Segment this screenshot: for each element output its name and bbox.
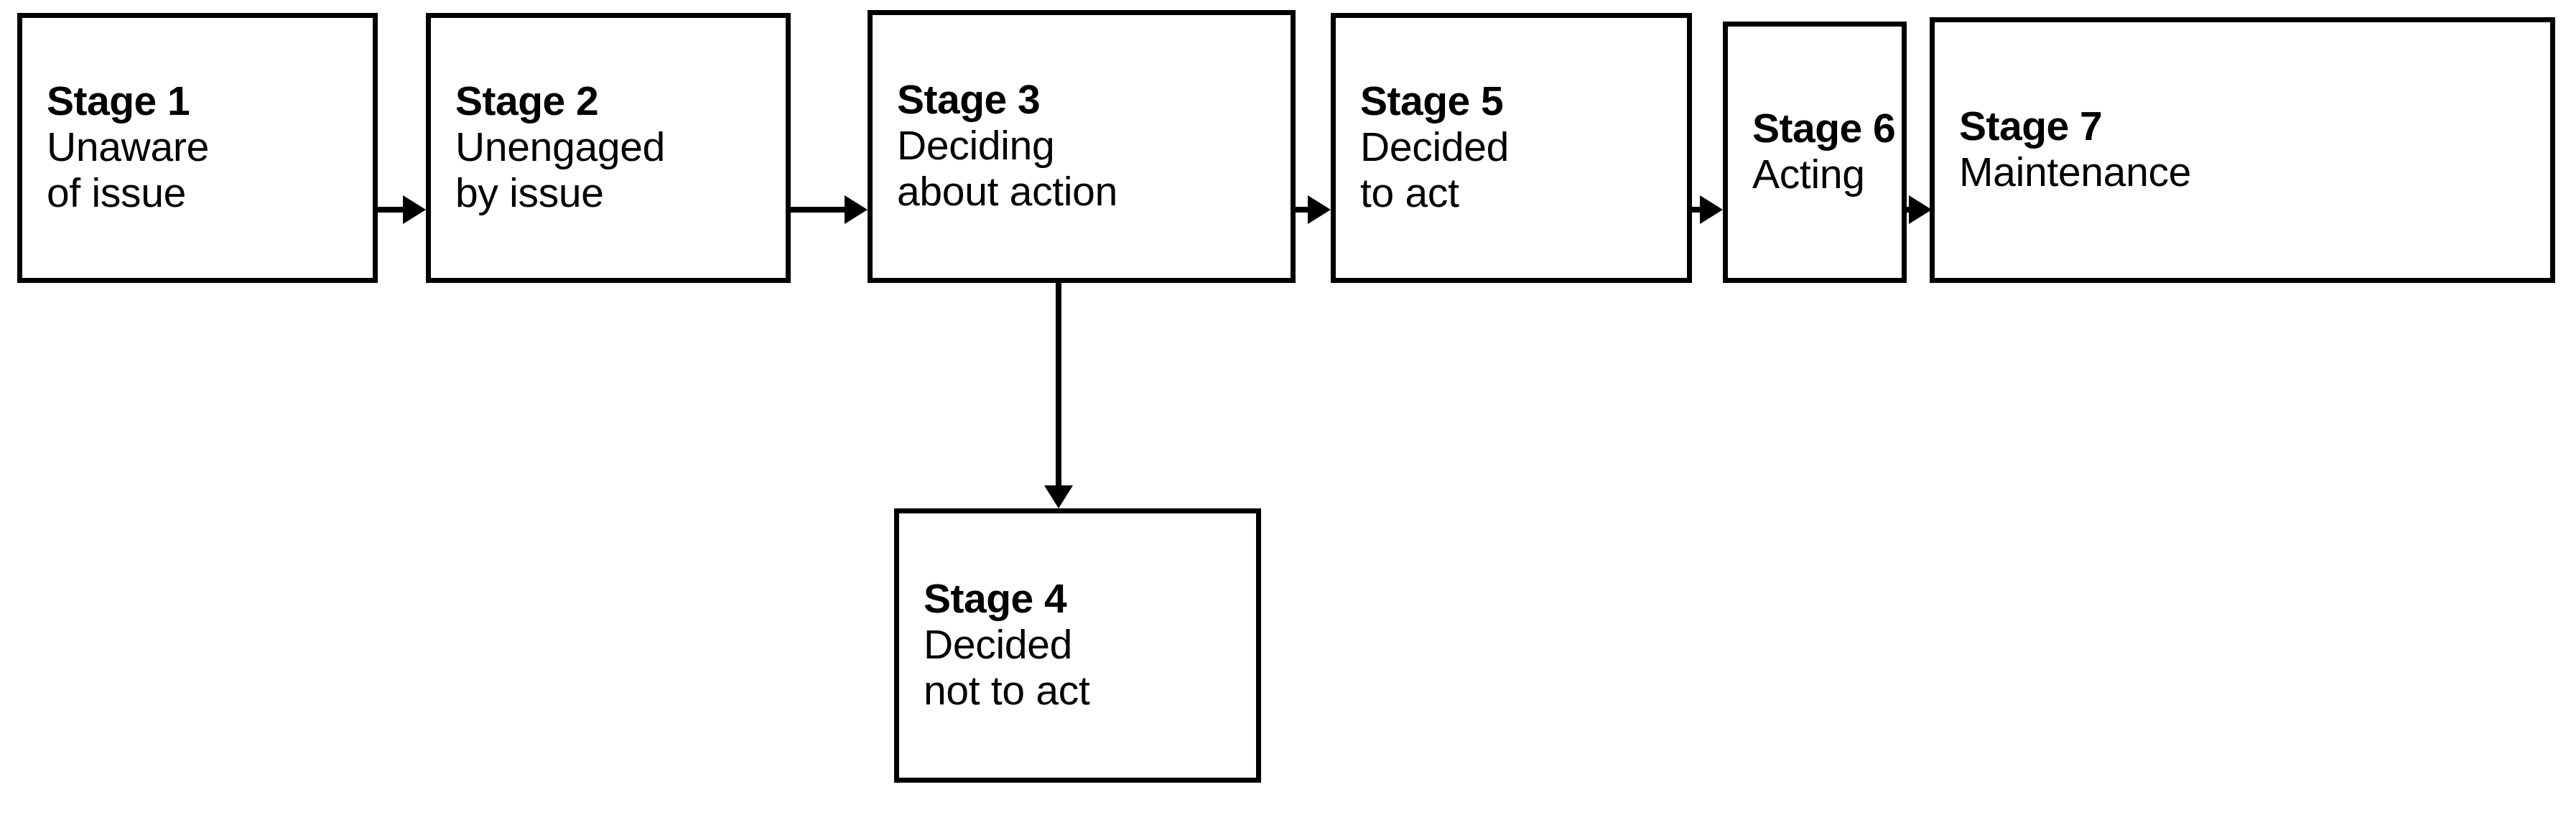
- node-stage-3-desc-line-1: Deciding: [897, 123, 1055, 169]
- node-stage-1-desc-line-2: of issue: [47, 169, 187, 216]
- node-stage-1[interactable]: Stage 1 Unaware of issue: [17, 13, 378, 283]
- node-stage-5-desc: Decided to act: [1360, 124, 1680, 217]
- node-stage-6[interactable]: Stage 6 Acting: [1723, 22, 1907, 283]
- arrow-head-right-icon: [1308, 195, 1331, 224]
- arrow-head-right-icon: [403, 195, 426, 224]
- arrow-shaft: [1056, 283, 1061, 490]
- node-stage-7-content: Stage 7 Maintenance: [1935, 103, 2550, 196]
- arrow-shaft: [1692, 207, 1703, 213]
- node-stage-4-desc-line-2: not to act: [924, 667, 1090, 714]
- node-stage-4-desc-line-1: Decided: [924, 622, 1073, 669]
- node-stage-5-desc-line-1: Decided: [1360, 124, 1510, 171]
- node-stage-6-desc-line-1: Acting: [1752, 152, 1865, 197]
- node-stage-7[interactable]: Stage 7 Maintenance: [1930, 17, 2555, 283]
- node-stage-5-desc-line-2: to act: [1360, 169, 1459, 216]
- node-stage-4-content: Stage 4 Decided not to act: [899, 576, 1256, 714]
- node-stage-3-title: Stage 3: [897, 77, 1041, 124]
- arrow-shaft: [791, 207, 847, 213]
- node-stage-5-content: Stage 5 Decided to act: [1336, 78, 1687, 217]
- node-stage-3-desc: Deciding about action: [897, 123, 1283, 215]
- node-stage-7-desc: Maintenance: [1959, 149, 2543, 196]
- node-stage-2-content: Stage 2 Unengaged by issue: [431, 78, 786, 217]
- arrow-head-right-icon: [845, 195, 868, 224]
- node-stage-2-desc-line-1: Unengaged: [455, 124, 666, 171]
- node-stage-5-title: Stage 5: [1360, 78, 1504, 125]
- node-stage-7-desc-line-1: Maintenance: [1959, 149, 2192, 195]
- node-stage-2-desc: Unengaged by issue: [455, 124, 778, 217]
- arrow-shaft: [378, 207, 406, 213]
- node-stage-4-title: Stage 4: [924, 576, 1067, 623]
- node-stage-2-desc-line-2: by issue: [455, 169, 604, 216]
- node-stage-1-desc: Unaware of issue: [47, 124, 366, 217]
- arrow-head-right-icon: [1909, 195, 1932, 224]
- node-stage-3-desc-line-2: about action: [897, 168, 1117, 215]
- node-stage-6-desc: Acting: [1752, 152, 1894, 198]
- node-stage-1-content: Stage 1 Unaware of issue: [22, 78, 373, 217]
- node-stage-1-desc-line-1: Unaware: [47, 124, 210, 171]
- node-stage-4-desc: Decided not to act: [924, 622, 1249, 714]
- node-stage-1-title: Stage 1: [47, 78, 190, 125]
- arrow-head-down-icon: [1044, 485, 1073, 508]
- node-stage-3[interactable]: Stage 3 Deciding about action: [868, 10, 1296, 283]
- node-stage-2-title: Stage 2: [455, 78, 599, 125]
- node-stage-2[interactable]: Stage 2 Unengaged by issue: [426, 13, 791, 283]
- node-stage-5[interactable]: Stage 5 Decided to act: [1331, 13, 1692, 283]
- arrow-shaft: [1296, 207, 1311, 213]
- node-stage-7-title: Stage 7: [1959, 103, 2103, 150]
- node-stage-3-content: Stage 3 Deciding about action: [873, 77, 1291, 215]
- node-stage-6-content: Stage 6 Acting: [1728, 106, 1902, 198]
- node-stage-4[interactable]: Stage 4 Decided not to act: [894, 508, 1261, 783]
- node-stage-6-title: Stage 6: [1752, 106, 1896, 152]
- arrow-head-right-icon: [1700, 195, 1723, 224]
